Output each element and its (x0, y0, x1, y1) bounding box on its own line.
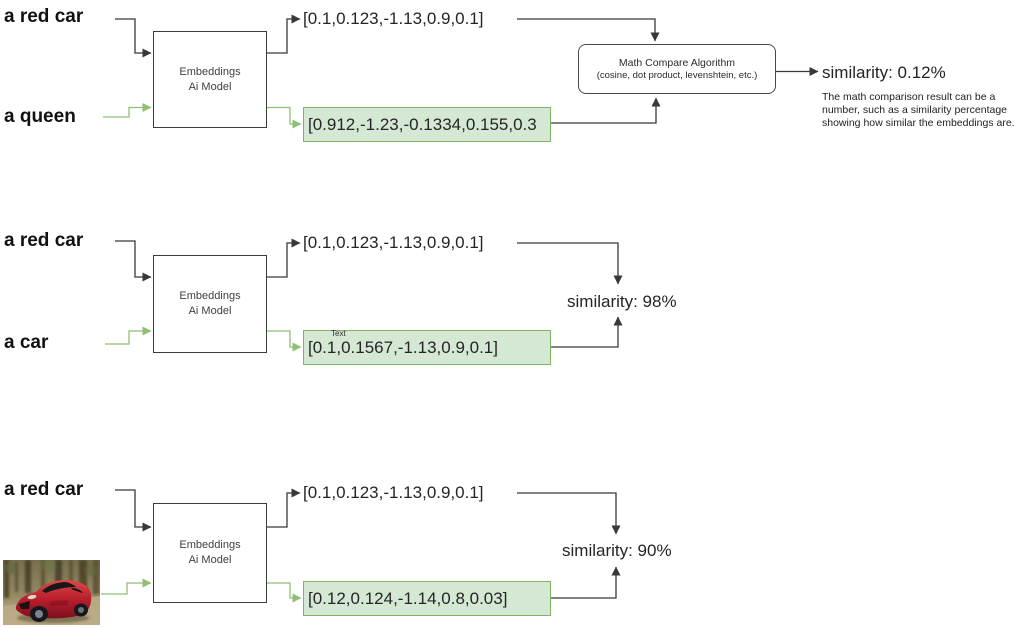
vector-output-top-1: [0.1,0.123,-1.13,0.9,0.1] (303, 9, 484, 28)
vector-output-bottom-1: [0.912,-1.23,-0.1334,0.155,0.3 (303, 107, 551, 142)
vector-output-bottom-2: [0.1,0.1567,-1.13,0.9,0.1] (303, 330, 551, 365)
headlight (27, 594, 37, 600)
red-car-illustration (15, 580, 92, 622)
math-compare-subtitle: (cosine, dot product, levenshtein, etc.) (596, 69, 758, 81)
similarity-result-2: similarity: 98% (567, 292, 677, 311)
math-compare-title: Math Compare Algorithm (618, 56, 736, 69)
text-placeholder-label: Text (331, 329, 346, 338)
blurred-forest-trees (4, 560, 99, 598)
similarity-result-3: similarity: 90% (562, 541, 672, 560)
windshield (42, 582, 76, 593)
input-label-queen: a queen (4, 106, 76, 127)
input-label-red-car-1: a red car (4, 6, 84, 27)
vector-output-bottom-3: [0.12,0.124,-1.14,0.8,0.03] (303, 581, 551, 616)
input-label-a-car: a car (4, 332, 49, 353)
vector-output-top-2: [0.1,0.123,-1.13,0.9,0.1] (303, 233, 484, 252)
vector-output-top-3: [0.1,0.123,-1.13,0.9,0.1] (303, 483, 484, 502)
red-sports-car-photo (3, 560, 100, 625)
result-note: The math comparison result can be a numb… (822, 91, 1015, 130)
math-compare-box: Math Compare Algorithm (cosine, dot prod… (578, 44, 776, 94)
grille (19, 601, 30, 609)
embeddings-model-box-1: Embeddings Ai Model (153, 31, 267, 128)
embeddings-model-box-2: Embeddings Ai Model (153, 255, 267, 353)
input-label-red-car-2: a red car (4, 230, 84, 251)
input-label-red-car-3: a red car (4, 479, 84, 500)
embeddings-model-box-3: Embeddings Ai Model (153, 503, 267, 603)
similarity-result-1: similarity: 0.12% (822, 63, 946, 82)
